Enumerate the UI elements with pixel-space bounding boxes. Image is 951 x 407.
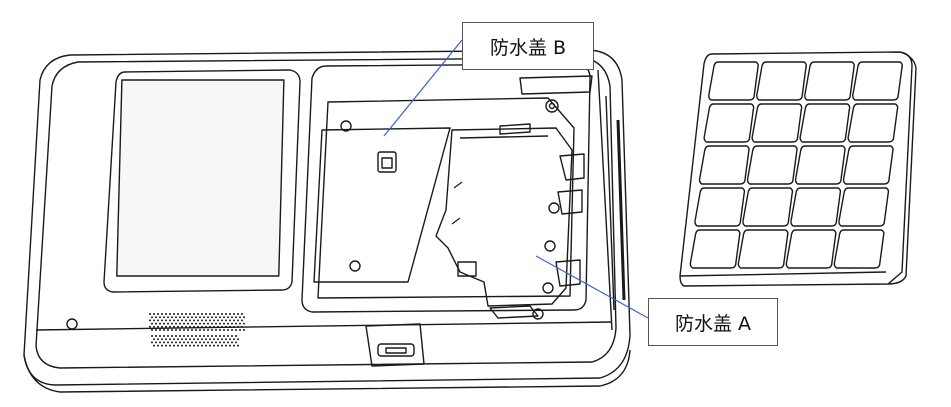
keypad-key bbox=[742, 187, 794, 227]
keypad-key bbox=[703, 103, 755, 143]
leader-line-a bbox=[535, 255, 649, 319]
keypad-key bbox=[756, 61, 807, 101]
keypad-key bbox=[847, 103, 899, 143]
callout-cover-b: 防水盖 B bbox=[462, 22, 594, 70]
cover-a-panel bbox=[435, 123, 585, 320]
keypad-key bbox=[794, 145, 846, 185]
keypad-key bbox=[799, 103, 851, 143]
keypad-key bbox=[698, 145, 750, 185]
leader-lines bbox=[383, 39, 649, 319]
keypad bbox=[679, 51, 917, 287]
keypad-key bbox=[737, 229, 789, 269]
bottom-connector bbox=[365, 323, 425, 367]
cover-b-panel bbox=[313, 120, 451, 283]
led-hole bbox=[66, 318, 78, 330]
callout-cover-a-text: 防水盖 A bbox=[674, 312, 752, 335]
keypad-key bbox=[785, 229, 837, 269]
keypad-key bbox=[746, 145, 798, 185]
keypad-key bbox=[838, 187, 890, 227]
keypad-key bbox=[689, 229, 741, 269]
leader-line-b bbox=[383, 39, 463, 137]
speaker-grille bbox=[149, 313, 245, 347]
device-body bbox=[23, 49, 631, 393]
keypad-key bbox=[751, 103, 803, 143]
callout-cover-a: 防水盖 A bbox=[648, 298, 778, 346]
keypad-key bbox=[842, 145, 894, 185]
screen-area bbox=[103, 69, 301, 293]
keypad-key bbox=[708, 61, 759, 101]
keypad-key bbox=[694, 187, 746, 227]
keypad-key bbox=[804, 61, 855, 101]
keypad-key bbox=[833, 229, 885, 269]
compartment bbox=[301, 63, 593, 313]
keypad-key bbox=[852, 61, 903, 101]
keypad-key bbox=[790, 187, 842, 227]
callout-cover-b-text: 防水盖 B bbox=[489, 36, 567, 59]
